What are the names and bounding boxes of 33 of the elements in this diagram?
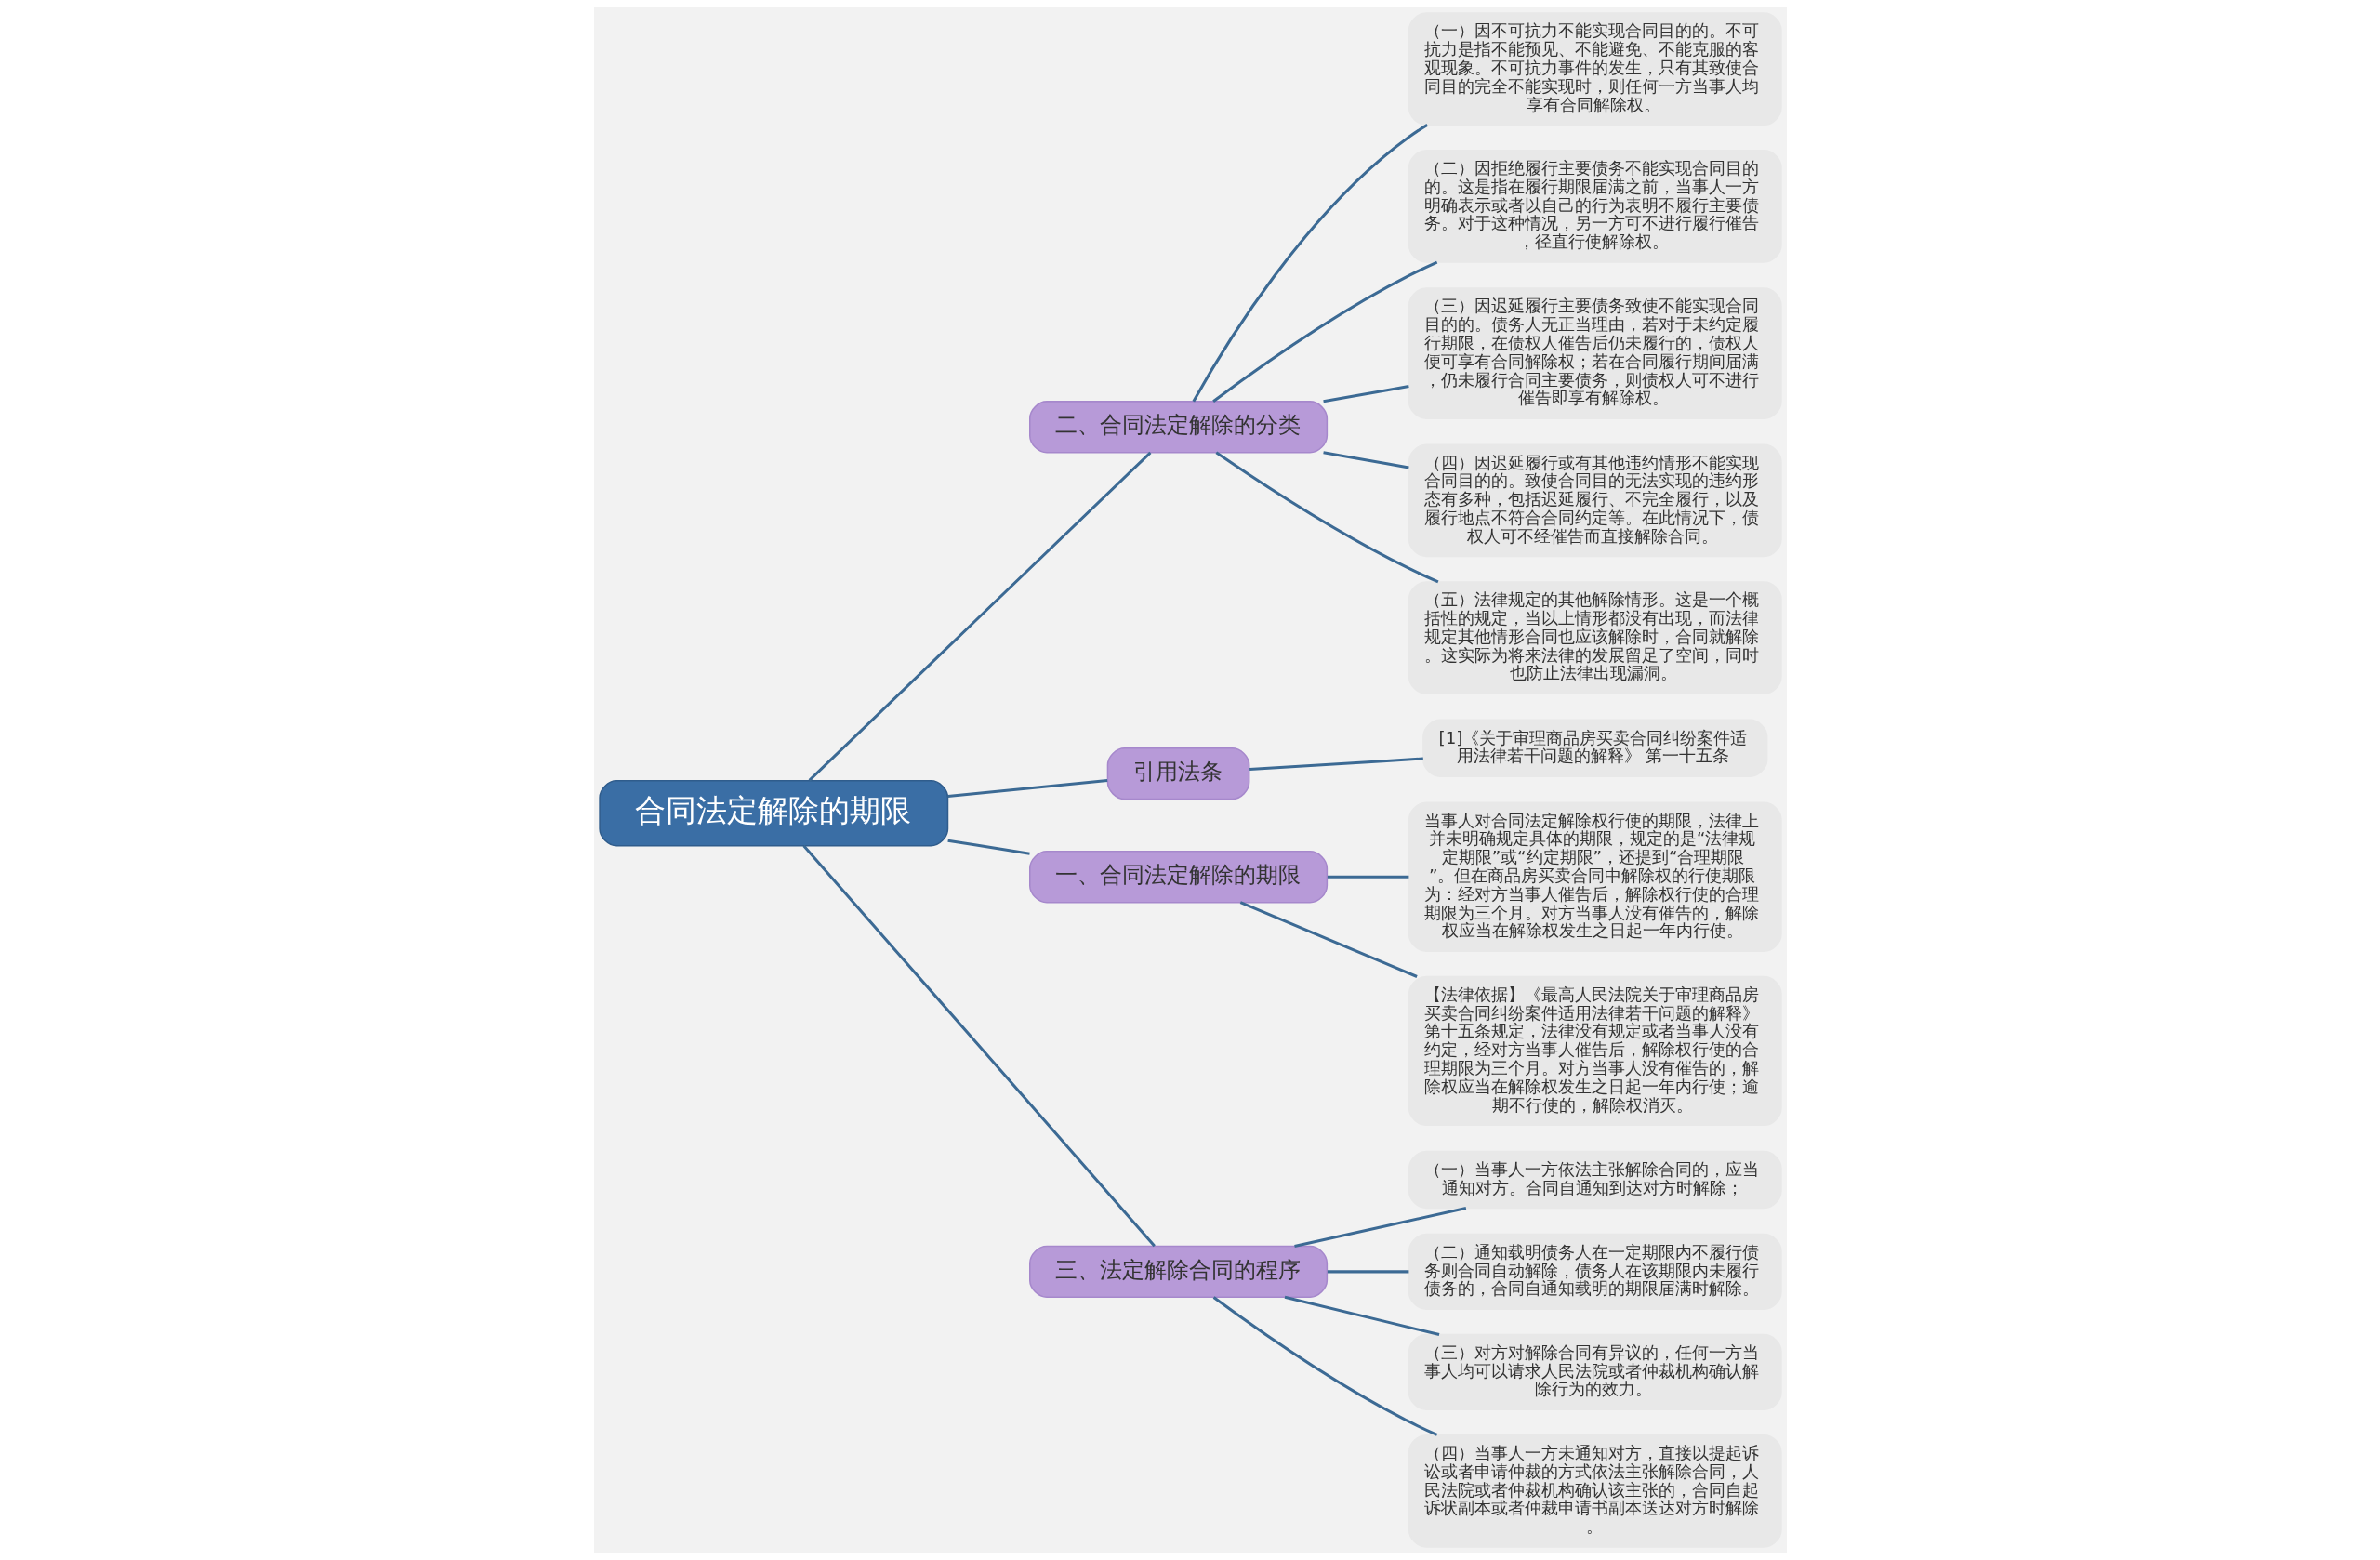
- node-box: 当事人对合同法定解除权行使的期限，法律上并未明确规定具体的期限，规定的是“法律规定期限”或“约定期限”，还提到“合理期限”。但在商品房买卖合同中解除权的行使期限为：经对方当事人催告后，解除权行使的合理期限为三个月。对方当事人没有催告的，解除权应当在解除权发生之日起一年内行使。: [1408, 801, 1782, 952]
- connector: [1327, 875, 1408, 879]
- node-box: （三）因迟延履行主要债务致使不能实现合同目的的。债务人无正当理由，若对于未约定履行期限，在债权人催告后仍未履行的，债权人便可享有合同解除权；若在合同履行期间届满，仍未履行合同主要债务，则债权人可不进行催告即享有解除权。: [1408, 287, 1782, 419]
- connector: [1214, 451, 1438, 584]
- node-box: （二）因拒绝履行主要债务不能实现合同目的的。这是指在履行期限届满之前，当事人一方明确表示或者以自己的行为表明不履行主要债务。对于这种情况，另一方可不进行履行催告，径直行使解除权。: [1408, 149, 1782, 263]
- connector: [1191, 124, 1428, 403]
- node-box: 二、合同法定解除的分类: [1028, 401, 1328, 454]
- connector: [1211, 260, 1437, 403]
- node-box: 一、合同法定解除的期限: [1028, 851, 1328, 904]
- node-box: （三）对方对解除合同有异议的，任何一方当事人均可以请求人民法院或者仲裁机构确认解除行为的效力。: [1408, 1333, 1782, 1411]
- connector: [801, 844, 1156, 1248]
- connector: [808, 451, 1151, 782]
- connector: [1249, 757, 1423, 772]
- connector: [1293, 1207, 1466, 1248]
- connector: [946, 839, 1030, 855]
- node-box: （一）因不可抗力不能实现合同目的的。不可抗力是指不能预见、不能避免、不能克服的客观现象。不可抗力事件的发生，只有其致使合同目的完全不能实现时，则任何一方当事人均享有合同解除权。: [1408, 12, 1782, 126]
- connector: [1322, 451, 1409, 469]
- node-box: （四）因迟延履行或有其他违约情形不能实现合同目的的。致使合同目的无法实现的违约形态有多种，包括迟延履行、不完全履行，以及履行地点不符合合同约定等。在此情况下，债权人可不经催告而直接解除合同。: [1408, 443, 1782, 558]
- connector: [1284, 1295, 1439, 1337]
- node-box: [1]《关于审理商品房买卖合同纠纷案件适用法律若干问题的解释》 第一十五条: [1421, 719, 1767, 777]
- node-box: （四）当事人一方未通知对方，直接以提起诉讼或者申请仲裁的方式依法主张解除合同，人民法院或者仲裁机构确认该主张的，合同自起诉状副本或者仲裁申请书副本送达对方时解除。: [1408, 1434, 1782, 1548]
- node-box: 【法律依据】《最高人民法院关于审理商品房买卖合同纠纷案件适用法律若干问题的解释》第十五条规定，法律没有规定或者当事人没有约定，经对方当事人催告后，解除权行使的合理期限为三个月。对方当事人没有催告的，解除权应当在解除权发生之日起一年内行使；逾期不行使的，解除权消灭。: [1408, 975, 1782, 1127]
- node-box: （五）法律规定的其他解除情形。这是一个概括性的规定，当以上情形都没有出现，而法律规定其他情形合同也应该解除时，合同就解除。这实际为将来法律的发展留足了空间，同时也防止法律出现漏洞。: [1408, 581, 1782, 694]
- node-box: （二）通知载明债务人在一定期限内不履行债务则合同自动解除，债务人在该期限内未履行债务的，合同自通知载明的期限届满时解除。: [1408, 1233, 1782, 1310]
- node-box: （一）当事人一方依法主张解除合同的，应当通知对方。合同自通知到达对方时解除；: [1408, 1150, 1782, 1210]
- connector: [1327, 1270, 1408, 1274]
- connector: [1212, 1296, 1437, 1436]
- connector: [1239, 901, 1418, 978]
- node-box: 引用法条: [1106, 747, 1250, 800]
- node-box: 三、法定解除合同的程序: [1028, 1245, 1328, 1299]
- connector: [946, 779, 1107, 798]
- node-box: 合同法定解除的期限: [598, 780, 948, 847]
- connector: [1322, 385, 1409, 403]
